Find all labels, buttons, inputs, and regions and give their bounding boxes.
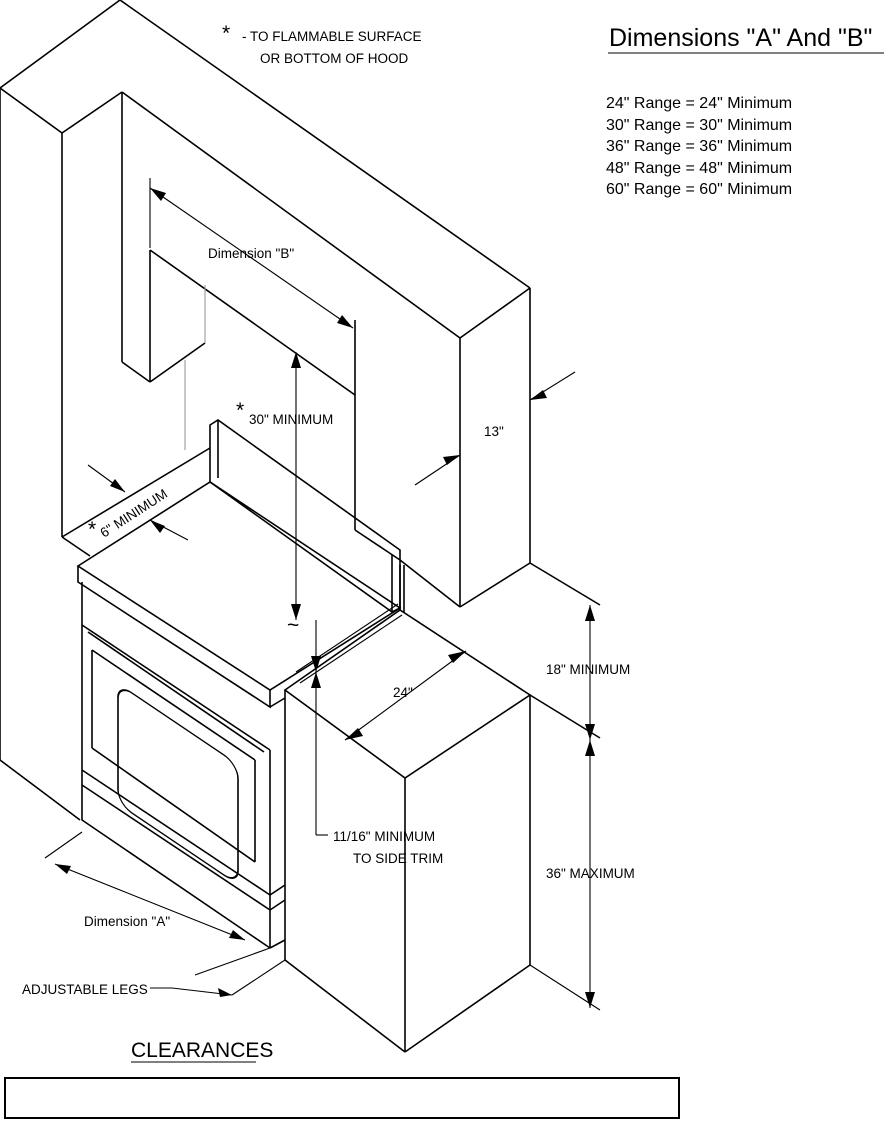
range-backguard xyxy=(209,419,401,613)
note-flammable-line2: OR BOTTOM OF HOOD xyxy=(260,51,409,66)
side-trim-line xyxy=(311,620,328,836)
caption: CLEARANCES xyxy=(131,1039,273,1062)
left-wall xyxy=(0,0,531,821)
dimension-a-label: Dimension "A" xyxy=(84,914,170,929)
dimensions-row-60: 60" Range = 60" Minimum xyxy=(606,181,792,198)
note-asterisk: * xyxy=(222,22,230,45)
minimum-30-asterisk: * xyxy=(236,399,244,422)
dimensions-row-24: 24" Range = 24" Minimum xyxy=(606,95,792,112)
dimensions-row-48: 48" Range = 48" Minimum xyxy=(606,160,792,177)
base-cabinet xyxy=(283,562,601,1053)
trim-label-line1: 11/16" MINIMUM xyxy=(333,829,435,844)
depth-24-line xyxy=(344,650,467,741)
dimension-b-label: Dimension "B" xyxy=(208,246,294,261)
side-6-asterisk: * xyxy=(88,518,96,541)
adjustable-legs-label: ADJUSTABLE LEGS xyxy=(22,982,148,997)
minimum-30-label: 30" MINIMUM xyxy=(249,412,333,427)
dimensions-table-title: Dimensions "A" And "B" xyxy=(609,24,872,52)
side-6-line xyxy=(87,464,189,541)
legs-leader xyxy=(150,959,286,997)
dimension-a-line xyxy=(44,831,271,976)
min-18-label: 18" MINIMUM xyxy=(546,662,630,677)
depth-13-line xyxy=(414,371,576,486)
upper-cabinet xyxy=(61,91,531,608)
depth-24-label: 24" xyxy=(393,685,413,700)
vertical-dims xyxy=(529,605,601,1011)
note-flammable-line1: - TO FLAMMABLE SURFACE xyxy=(242,29,422,44)
tilde-mark: ~ xyxy=(287,614,299,637)
footer-box xyxy=(4,1077,680,1119)
depth-13-label: 13" xyxy=(484,424,504,439)
minimum-30-line xyxy=(291,352,301,620)
trim-label-line2: TO SIDE TRIM xyxy=(353,851,443,866)
dimension-b-line xyxy=(149,178,354,329)
max-36-label: 36" MAXIMUM xyxy=(546,866,635,881)
dimensions-row-30: 30" Range = 30" Minimum xyxy=(606,117,792,134)
dimensions-row-36: 36" Range = 36" Minimum xyxy=(606,138,792,155)
